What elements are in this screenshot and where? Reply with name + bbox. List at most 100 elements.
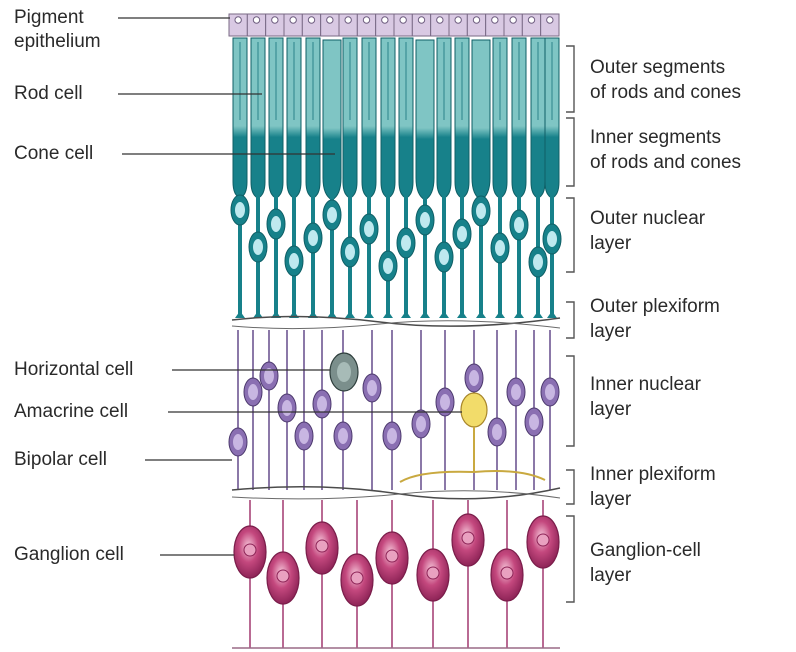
pigment-granule [492,17,498,23]
layer-label-inner-segments: Inner segments of rods and cones [590,125,741,175]
layer-label-line2: layer [590,231,705,256]
photoreceptor-nucleus [345,244,355,260]
layer-bracket [566,470,574,504]
photoreceptor-nucleus [383,258,393,274]
photoreceptor-nucleus [457,226,467,242]
bipolar-nucleus [492,424,502,440]
ganglion-nucleus [537,534,549,546]
photoreceptor-terminal [514,311,524,318]
amacrine-cell-soma [461,393,487,427]
ganglion-nucleus [386,550,398,562]
photoreceptor-nucleus [271,216,281,232]
photoreceptor-nucleus [364,221,374,237]
layer-bracket [566,198,574,272]
layer-label-outer-nuclear: Outer nuclear layer [590,206,705,256]
pigment-granule [455,17,461,23]
pigment-granule [528,17,534,23]
layer-label-ganglion-cell: Ganglion-cell layer [590,538,701,588]
layer-label-line1: Ganglion-cell [590,538,701,563]
photoreceptor-terminal [420,311,430,318]
photoreceptor-nucleus [514,217,524,233]
layer-bracket [566,46,574,112]
pigment-granule [290,17,296,23]
layer-label-outer-segments: Outer segments of rods and cones [590,55,741,105]
bipolar-nucleus [338,428,348,444]
pigment-granule [547,17,553,23]
photoreceptor-terminal [439,311,449,318]
bipolar-nucleus [511,384,521,400]
bipolar-nucleus [282,400,292,416]
bipolar-nucleus [367,380,377,396]
bipolar-nucleus [233,434,243,450]
layer-label-line1: Inner plexiform [590,462,716,487]
photoreceptor-nucleus [420,212,430,228]
pigment-granule [272,17,278,23]
cone-segment [416,40,434,200]
layer-bracket [566,356,574,446]
bipolar-nucleus [299,428,309,444]
layer-label-inner-plexiform: Inner plexiform layer [590,462,716,512]
ganglion-nucleus [462,532,474,544]
pigment-granule [382,17,388,23]
layer-label-line2: layer [590,397,701,422]
photoreceptor-nucleus [547,231,557,247]
photoreceptor-terminal [235,311,245,318]
photoreceptor-terminal [383,311,393,318]
pigment-label-line2: epithelium [14,30,101,54]
photoreceptor-nucleus [401,235,411,251]
pigment-label-line1: Pigment [14,6,101,30]
bipolar-nucleus [529,414,539,430]
pigment-granule [400,17,406,23]
pigment-granule [473,17,479,23]
pigment-granule [308,17,314,23]
pigment-granule [363,17,369,23]
inner-plexiform-band-lower [232,491,560,499]
layer-label-outer-plexiform: Outer plexiform layer [590,294,720,344]
layer-label-line1: Inner nuclear [590,372,701,397]
bipolar-nucleus [440,394,450,410]
bipolar-nucleus [416,416,426,432]
photoreceptor-nucleus [495,240,505,256]
photoreceptor-nucleus [476,203,486,219]
layer-label-line2: of rods and cones [590,150,741,175]
photoreceptor-terminal [345,311,355,318]
pigment-granule [437,17,443,23]
photoreceptor-terminal [401,311,411,318]
layer-bracket [566,302,574,338]
horizontal-cell-label: Horizontal cell [14,358,133,382]
amacrine-cell-label: Amacrine cell [14,400,128,424]
pigment-granule [510,17,516,23]
layer-label-inner-nuclear: Inner nuclear layer [590,372,701,422]
pigment-granule [327,17,333,23]
layer-label-line2: layer [590,563,701,588]
ganglion-nucleus [244,544,256,556]
pigment-granule [345,17,351,23]
layer-label-line1: Outer nuclear [590,206,705,231]
pigment-epithelium-label: Pigment epithelium [14,6,101,54]
photoreceptor-terminal [476,311,486,318]
bipolar-nucleus [469,370,479,386]
outer-plexiform-band-lower [232,321,560,329]
pigment-granule [418,17,424,23]
bipolar-nucleus [248,384,258,400]
bipolar-cell-label: Bipolar cell [14,448,107,472]
pigment-granule [235,17,241,23]
photoreceptor-nucleus [235,202,245,218]
bipolar-nucleus [387,428,397,444]
layer-bracket [566,516,574,602]
outer-plexiform-band [232,316,560,326]
photoreceptor-terminal [533,311,543,318]
photoreceptor-nucleus [308,230,318,246]
photoreceptor-terminal [495,311,505,318]
ganglion-cell-label: Ganglion cell [14,543,124,567]
cone-cell-label: Cone cell [14,142,93,166]
rod-cell-label: Rod cell [14,82,83,106]
photoreceptor-nucleus [289,253,299,269]
pigment-granule [253,17,259,23]
bipolar-nucleus [317,396,327,412]
ganglion-nucleus [316,540,328,552]
layer-label-line2: layer [590,487,716,512]
bipolar-nucleus [545,384,555,400]
layer-label-line1: Outer plexiform [590,294,720,319]
photoreceptor-terminal [547,311,557,318]
